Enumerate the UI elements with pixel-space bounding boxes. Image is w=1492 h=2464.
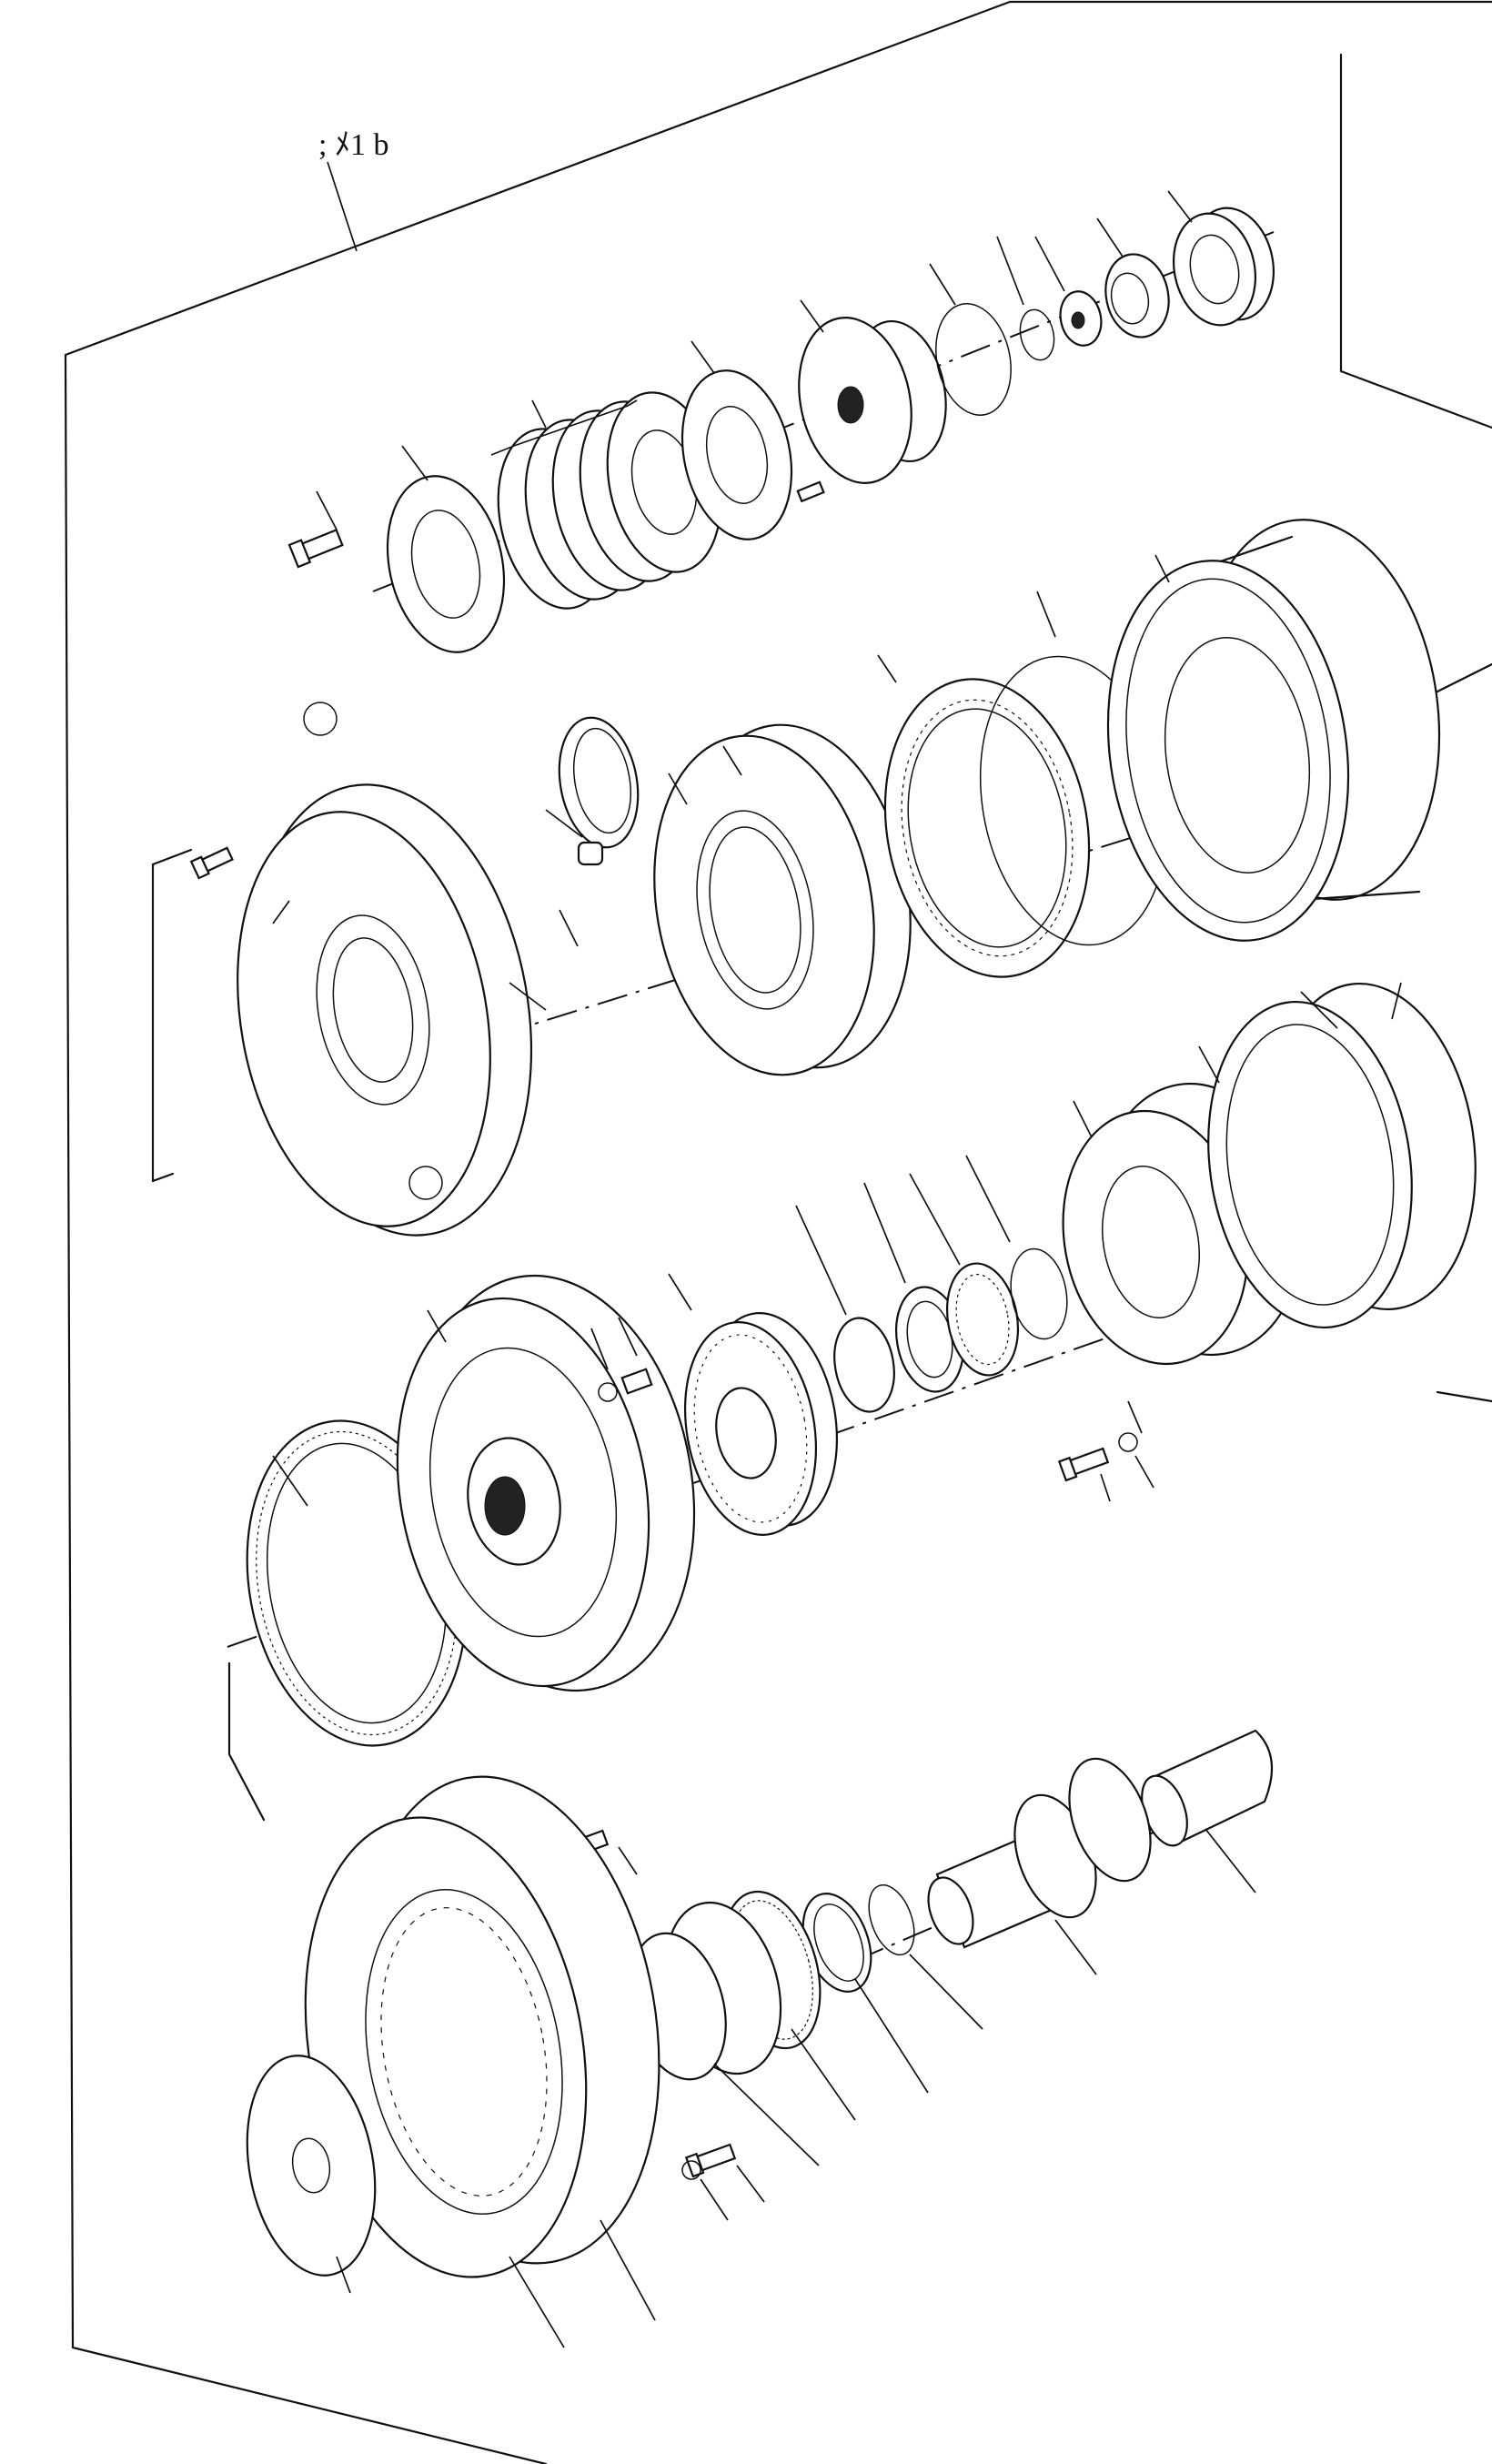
nut-part xyxy=(1059,290,1103,347)
hub-bolt-part xyxy=(1057,1447,1110,1482)
clutch-drum-part xyxy=(1106,519,1441,942)
small-screw-part xyxy=(796,480,825,503)
stator-part xyxy=(683,1312,839,1536)
bolt-plate-part xyxy=(386,475,506,653)
pump-impeller-assembly xyxy=(227,1661,1274,2348)
impeller-lower-bolt-part xyxy=(684,2143,737,2178)
clutch-disc-stack-part xyxy=(497,391,722,610)
hub-washer-part xyxy=(1118,1432,1138,1452)
dowel-pin-part xyxy=(577,841,604,866)
stator-snap-ring-part xyxy=(833,1317,895,1413)
outer-frame xyxy=(64,0,1492,2464)
front-cover-part xyxy=(237,702,533,1237)
sleeve-part xyxy=(1141,1729,1274,1847)
input-shaft-part xyxy=(927,1757,1152,1949)
snap-ring-part xyxy=(558,716,640,849)
retainer-ring-part xyxy=(1010,1247,1068,1340)
header-label: ; ﾒ1 b xyxy=(318,128,388,162)
turbine-stator-assembly xyxy=(227,982,1492,1747)
spline-collar-part xyxy=(1104,253,1170,338)
small-washer-part xyxy=(1019,308,1055,361)
cover-screw-part xyxy=(189,846,234,880)
impeller-lower-washer-part xyxy=(681,2160,701,2180)
piston-part xyxy=(653,723,912,1076)
hub-flange-part xyxy=(798,317,947,484)
washer-part xyxy=(598,1382,618,1402)
o-ring-part xyxy=(935,303,1012,416)
clutch-housing-assembly xyxy=(151,519,1441,1237)
back-plate-part xyxy=(246,2055,377,2277)
shim-part xyxy=(868,1883,915,1956)
bolt-part xyxy=(287,528,344,569)
top-shaft-assembly xyxy=(287,190,1275,653)
stator-bolt-part xyxy=(620,1368,653,1395)
header-leader-line xyxy=(327,161,358,252)
pump-housing-part xyxy=(1207,982,1492,1403)
friction-disc-part xyxy=(883,678,1091,978)
roller-bearing-part xyxy=(1172,207,1275,327)
pressure-plate-part xyxy=(680,369,793,540)
pump-impeller-part xyxy=(304,1775,660,2278)
